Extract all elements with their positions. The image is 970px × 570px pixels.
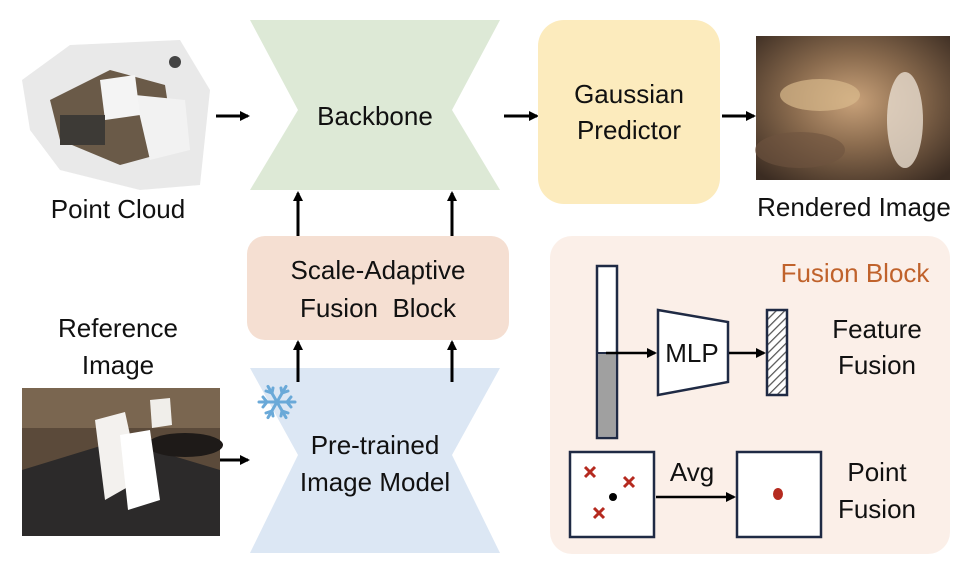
fused-feature-bar: [765, 308, 789, 397]
point-cloud-label: Point Cloud: [50, 194, 186, 224]
mlp-label: MLP: [665, 338, 719, 368]
gaussian-label-line1: Gaussian: [574, 79, 684, 109]
scale-adaptive-fusion-box: Scale-Adaptive Fusion Block: [247, 236, 509, 340]
rendered-label: Rendered Image: [757, 192, 951, 222]
avg-label: Avg: [669, 457, 715, 487]
center-point: [609, 493, 617, 501]
pretrained-model-shape: [250, 368, 500, 553]
point-fusion-line1: Point: [847, 457, 907, 487]
rendered-image: [755, 36, 950, 180]
feature-fusion-line2: Fusion: [837, 350, 917, 380]
reference-image: [22, 388, 223, 536]
point-cloud-image: [22, 40, 210, 190]
mlp-block: [656, 308, 730, 397]
scale-fusion-label-line2: Fusion Block: [299, 293, 457, 323]
cross-mark-2: [622, 475, 636, 489]
backbone-shape: [250, 20, 500, 190]
cross-mark-3: [592, 506, 606, 520]
pretrained-label-line2: Image Model: [299, 467, 451, 497]
point-fusion-line2: Fusion: [837, 494, 917, 524]
points-box: [568, 450, 656, 539]
reference-label-line1: Reference: [58, 313, 178, 343]
backbone-label: Backbone: [317, 101, 433, 131]
scale-fusion-label-line1: Scale-Adaptive: [290, 255, 466, 285]
feature-column-filled: [598, 353, 616, 437]
gaussian-predictor-box: Gaussian Predictor: [538, 20, 720, 204]
reference-label-line2: Image: [81, 350, 155, 380]
avg-point: [773, 488, 783, 500]
feature-fusion-line1: Feature: [832, 314, 922, 344]
fusion-block-title: Fusion Block: [780, 258, 930, 288]
gaussian-label-line2: Predictor: [576, 115, 682, 145]
cross-mark-1: [583, 465, 597, 479]
snowflake-icon: [257, 384, 297, 420]
pretrained-label-line1: Pre-trained: [310, 430, 440, 460]
